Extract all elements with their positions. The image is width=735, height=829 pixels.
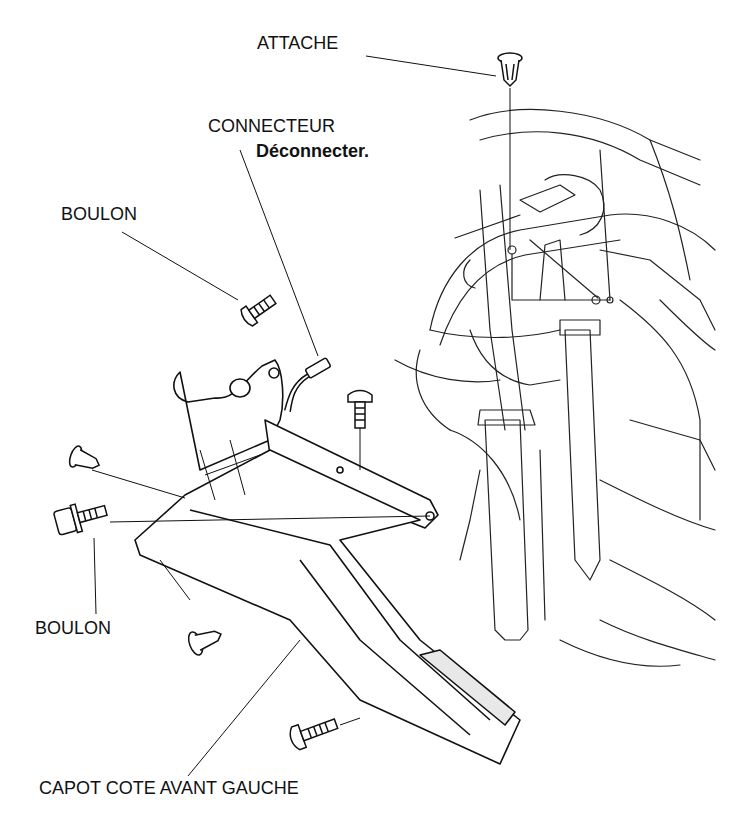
part-label: CONNECTEUR xyxy=(207,117,336,137)
left-front-side-cowl xyxy=(135,360,520,764)
part-label: Déconnecter. xyxy=(255,142,370,162)
part-label: BOULON xyxy=(34,619,112,639)
frame-drawing xyxy=(395,110,715,667)
leader-lines xyxy=(92,56,510,776)
part-label: CAPOT COTE AVANT GAUCHE xyxy=(38,779,300,799)
part-label: BOULON xyxy=(60,205,138,225)
fasteners xyxy=(53,53,522,751)
part-label: ATTACHE xyxy=(256,34,339,54)
